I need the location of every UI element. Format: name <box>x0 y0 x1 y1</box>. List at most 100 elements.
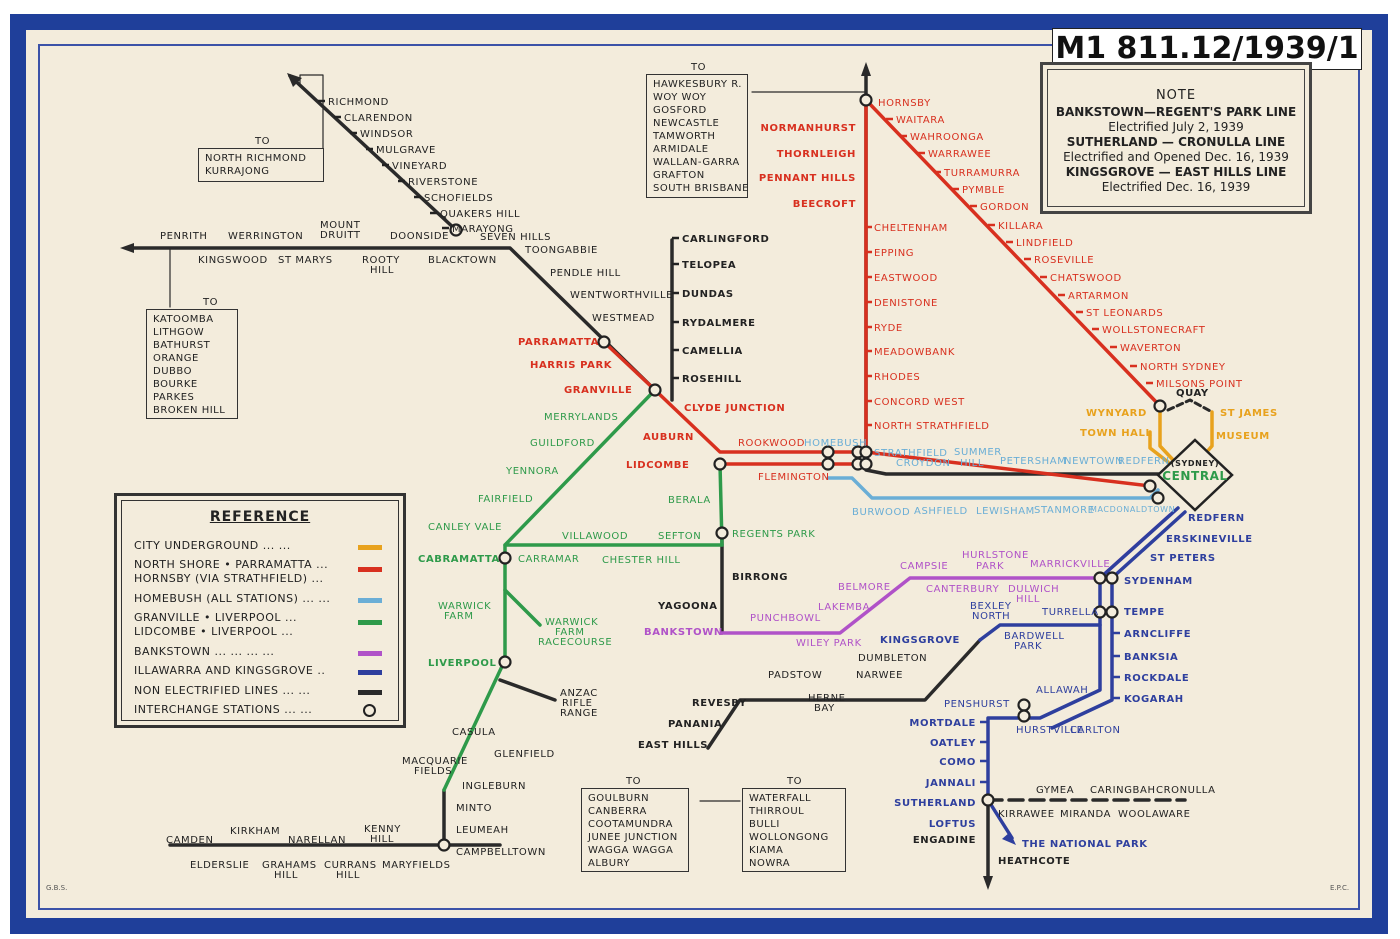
station-label-st-marys: ST MARYS <box>278 255 333 266</box>
station-label-macquarie-1: MACQUARIE <box>402 756 468 767</box>
station-label-arncliffe: ARNCLIFFE <box>1124 629 1191 640</box>
station-label-wynyard: WYNYARD <box>1086 408 1147 419</box>
legend-row: HOMEBUSH (ALL STATIONS) ... ... <box>134 592 331 605</box>
station-label-epping: EPPING <box>874 248 914 259</box>
station-label-hurlstone-2: PARK <box>976 561 1004 572</box>
destination-box-katoomba: TO KATOOMBA LITHGOW BATHURST ORANGE DUBB… <box>146 297 238 419</box>
station-label-riverstone: RIVERSTONE <box>408 177 478 188</box>
station-label-burwood: BURWOOD <box>852 507 910 518</box>
station-label-turramurra: TURRAMURRA <box>943 168 1020 179</box>
station-label-concord-west: CONCORD WEST <box>874 397 965 408</box>
interchange-station <box>498 655 512 669</box>
station-label-fairfield: FAIRFIELD <box>478 494 533 505</box>
interchange-station <box>1017 698 1031 712</box>
station-label-jannali: JANNALI <box>925 778 976 789</box>
north-shore-parramatta-line <box>602 340 1152 488</box>
legend-row: ILLAWARRA AND KINGSGROVE .. <box>134 664 326 677</box>
station-label-punchbowl: PUNCHBOWL <box>750 613 821 624</box>
station-label-loftus: LOFTUS <box>929 819 976 830</box>
kingsgrove-line <box>978 623 1102 642</box>
note-line: Electrified Dec. 16, 1939 <box>1101 180 1251 194</box>
station-label-chatswood: CHATSWOOD <box>1050 273 1122 284</box>
station-label-hornsby: HORNSBY <box>878 98 931 109</box>
station-label-anzac-3: RANGE <box>560 708 598 719</box>
illawarra-line-b <box>1050 510 1187 730</box>
station-label-rosehill: ROSEHILL <box>682 374 742 385</box>
station-label-bardwell-2: PARK <box>1014 641 1042 652</box>
station-label-narwee: NARWEE <box>856 670 903 681</box>
station-label-kirrawee: KIRRAWEE <box>998 809 1055 820</box>
station-label-regents-park: REGENTS PARK <box>732 529 815 540</box>
station-label-dulwich-1: DULWICH <box>1008 584 1059 595</box>
station-label-bankstown: BANKSTOWN <box>644 627 723 638</box>
station-label-lindfield: LINDFIELD <box>1016 238 1073 249</box>
interchange-station <box>1153 399 1167 413</box>
station-label-wiley-park: WILEY PARK <box>796 638 862 649</box>
station-label-carramar: CARRAMAR <box>518 554 579 565</box>
station-label-homebush: HOMEBUSH <box>804 438 867 449</box>
station-label-redfern: REDFERN <box>1188 513 1245 524</box>
station-label-liverpool: LIVERPOOL <box>428 658 496 669</box>
legend-swatch-green <box>358 620 382 625</box>
station-label-dulwich-2: HILL <box>1016 594 1040 605</box>
station-label-roseville: ROSEVILLE <box>1034 255 1094 266</box>
legend-swatch-bankstown <box>358 651 382 656</box>
station-label-marrickville: MARRICKVILLE <box>1030 559 1110 570</box>
station-label-campsie: CAMPSIE <box>900 561 948 572</box>
station-label-camellia: CAMELLIA <box>682 346 743 357</box>
station-label-richmond: RICHMOND <box>328 97 389 108</box>
station-label-banksia: BANKSIA <box>1124 652 1178 663</box>
north-richmond-connector <box>299 74 324 163</box>
note-box: NOTE BANKSTOWN—REGENT'S PARK LINE Electr… <box>1040 62 1312 214</box>
station-label-sutherland: SUTHERLAND <box>894 798 976 809</box>
station-label-guildford: GUILDFORD <box>530 438 595 449</box>
legend-swatch-red <box>358 567 382 572</box>
east-hills-line <box>706 638 982 750</box>
station-label-minto: MINTO <box>456 803 492 814</box>
station-label-meadowbank: MEADOWBANK <box>874 347 955 358</box>
destination-box-waterfall: TO WATERFALL THIRROUL BULLI WOLLONGONG K… <box>742 776 846 872</box>
station-label-pennant-hills: PENNANT HILLS <box>759 173 856 184</box>
station-label-oatley: OATLEY <box>930 738 976 749</box>
station-label-east-hills: EAST HILLS <box>638 740 708 751</box>
station-label-beecroft: BEECROFT <box>793 199 856 210</box>
station-label-kogarah: KOGARAH <box>1124 694 1184 705</box>
station-label-rockdale: ROCKDALE <box>1124 673 1189 684</box>
station-label-flemington: FLEMINGTON <box>758 472 830 483</box>
station-label-elderslie: ELDERSLIE <box>190 860 249 871</box>
legend-title: REFERENCE <box>209 509 311 525</box>
station-label-thornleigh: THORNLEIGH <box>777 149 856 160</box>
legend-row: INTERCHANGE STATIONS ... ... <box>134 703 313 716</box>
station-label-belmore: BELMORE <box>838 582 891 593</box>
station-label-doonside: DOONSIDE <box>390 231 449 242</box>
station-label-racecourse-1: WARWICK <box>545 617 598 628</box>
station-label-rookwood: ROOKWOOD <box>738 438 805 449</box>
station-label-normanhurst: NORMANHURST <box>761 123 856 134</box>
station-label-summer-hill-2: HILL <box>960 458 984 469</box>
interchange-station <box>1017 709 1031 723</box>
station-label-eastwood: EASTWOOD <box>874 273 938 284</box>
station-label-penshurst: PENSHURST <box>944 699 1010 710</box>
interchange-station <box>821 457 835 471</box>
station-label-kirkham: KIRKHAM <box>230 826 280 837</box>
station-label-petersham: PETERSHAM <box>1000 456 1066 467</box>
station-label-mortdale: MORTDALE <box>909 718 976 729</box>
station-label-como: COMO <box>939 757 976 768</box>
station-label-macdonaldtown: MACDONALDTOWN <box>1090 505 1175 514</box>
legend-swatch-homebush <box>358 598 382 603</box>
credit-left: G.B.S. <box>46 884 68 892</box>
station-label-werrington: WERRINGTON <box>228 231 303 242</box>
station-label-waverton: WAVERTON <box>1120 343 1181 354</box>
station-label-hurlstone-1: HURLSTONE <box>962 550 1029 561</box>
station-label-museum: MUSEUM <box>1216 431 1270 442</box>
station-label-marayong: MARAYONG <box>452 224 514 235</box>
station-label-killara: KILLARA <box>998 221 1043 232</box>
station-label-schofields: SCHOFIELDS <box>424 193 493 204</box>
station-label-ashfield: ASHFIELD <box>914 506 968 517</box>
legend-row: BANKSTOWN ... ... ... ... <box>134 645 275 658</box>
legend-swatch-city <box>358 545 382 550</box>
station-label-herne-1: HERNE <box>808 693 846 704</box>
station-label-waitara: WAITARA <box>896 115 945 126</box>
main-north-arrow <box>861 62 871 76</box>
note-line: KINGSGROVE — EAST HILLS LINE <box>1065 165 1287 179</box>
